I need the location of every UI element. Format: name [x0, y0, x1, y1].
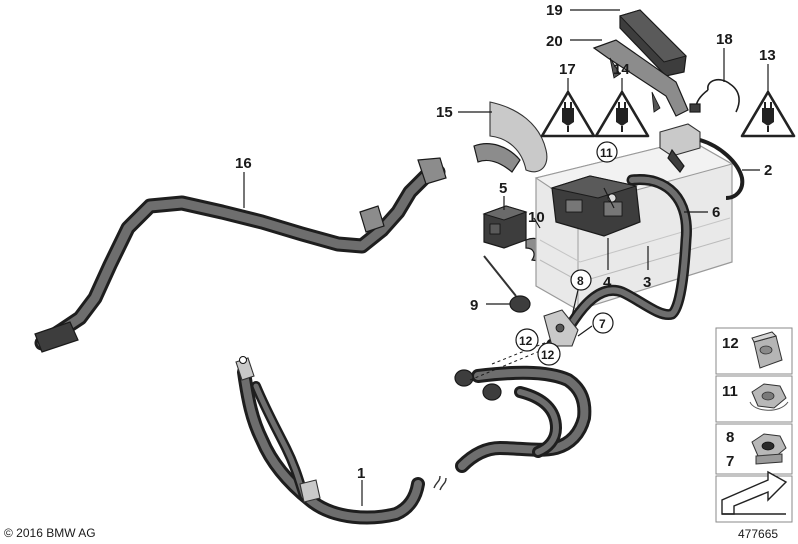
- lock-nut-icon: [751, 433, 787, 465]
- diagram-number: 477665: [738, 527, 779, 541]
- terminal-box[interactable]: [550, 175, 641, 237]
- part-16-rail[interactable]: [34, 157, 447, 353]
- part-5-fuse-block[interactable]: [482, 205, 528, 249]
- label-3: 3: [643, 274, 651, 291]
- part-number-labels: 19 20 18 13 14 17 15 16 5 2 6 10 4 3 9 1: [235, 2, 776, 482]
- part-18-wire[interactable]: [689, 78, 740, 113]
- part-9-grommet[interactable]: [483, 255, 531, 313]
- label-17: 17: [559, 61, 576, 78]
- copyright-notice: © 2016 BMW AG: [4, 526, 96, 540]
- label-10: 10: [528, 209, 545, 226]
- side-label-11: 11: [722, 383, 738, 400]
- part-2-sensor[interactable]: [659, 123, 745, 200]
- label-19: 19: [546, 2, 563, 19]
- circled-12-upper: 12: [519, 334, 533, 348]
- warning-sign-17[interactable]: [540, 90, 596, 138]
- side-label-7: 7: [726, 453, 734, 470]
- leader-lines: [243, 9, 769, 506]
- circled-labels: 11 8 7 12 12: [515, 141, 618, 366]
- circled-8: 8: [577, 274, 584, 288]
- circled-11: 11: [600, 146, 613, 160]
- part-15-bracket[interactable]: [473, 101, 548, 173]
- label-1: 1: [357, 465, 365, 482]
- label-20: 20: [546, 33, 563, 50]
- circled-12-lower: 12: [541, 348, 555, 362]
- reference-arrow-icon: [721, 470, 788, 515]
- label-4: 4: [603, 274, 612, 291]
- part-1-main-cable[interactable]: [235, 356, 592, 525]
- circled-7: 7: [599, 317, 606, 331]
- warning-sign-13[interactable]: [740, 90, 796, 138]
- label-2: 2: [764, 162, 772, 179]
- label-5: 5: [499, 180, 507, 197]
- side-panel: 12 11 8 7: [715, 327, 793, 523]
- label-13: 13: [759, 47, 776, 64]
- label-18: 18: [716, 31, 733, 48]
- label-14: 14: [613, 61, 630, 78]
- side-label-12: 12: [722, 335, 739, 352]
- part-20-carrier[interactable]: [592, 39, 689, 117]
- label-6: 6: [712, 204, 720, 221]
- side-label-8: 8: [726, 429, 734, 446]
- hex-nut-icon: [749, 383, 789, 411]
- label-16: 16: [235, 155, 252, 172]
- part-19-cover[interactable]: [619, 9, 687, 77]
- label-9: 9: [470, 297, 478, 314]
- clip-nut-icon: [751, 331, 783, 369]
- warning-sign-14[interactable]: [594, 90, 650, 138]
- label-15: 15: [436, 104, 453, 121]
